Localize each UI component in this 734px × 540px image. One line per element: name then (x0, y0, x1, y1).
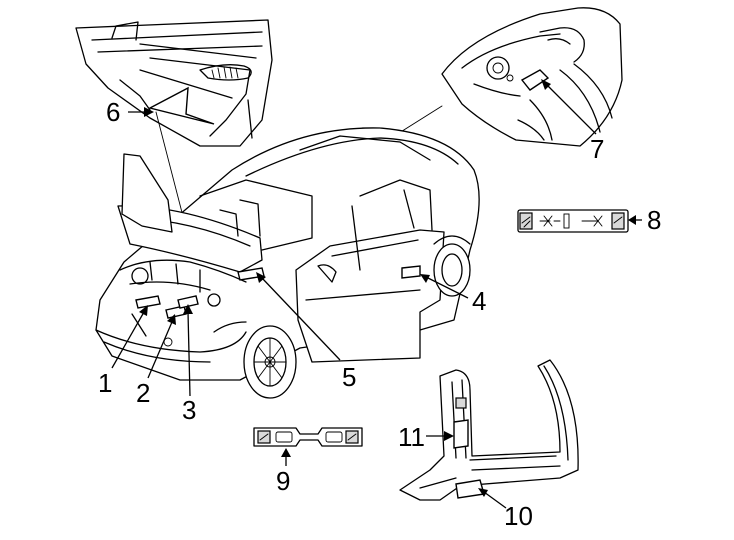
hood-inset-illustration (75, 19, 273, 147)
callout-6: 6 (106, 97, 121, 127)
vehicle-illustration (95, 127, 480, 399)
label-strip-9 (253, 427, 363, 447)
inset-6-leader (155, 111, 187, 229)
callout-3: 3 (182, 395, 197, 425)
callout-4: 4 (472, 286, 487, 316)
callout-9: 9 (276, 466, 291, 496)
charge-port-inset-illustration (441, 7, 623, 147)
label-strip-8 (517, 209, 629, 233)
door-sill-inset-illustration (399, 359, 579, 501)
callout-8: 8 (647, 205, 662, 235)
callout-10: 10 (504, 501, 533, 531)
callout-5: 5 (342, 362, 357, 392)
callout-11: 11 (398, 422, 425, 452)
callout-7: 7 (590, 134, 605, 164)
callout-1: 1 (98, 368, 113, 398)
callout-leaders (111, 79, 642, 509)
callout-2: 2 (136, 378, 151, 408)
